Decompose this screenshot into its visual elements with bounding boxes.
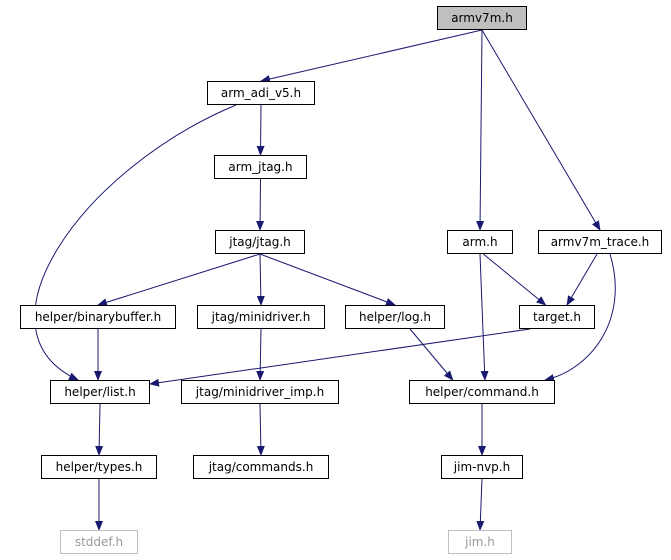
node-command[interactable]: helper/command.h	[409, 380, 555, 404]
node-minidriver-imp[interactable]: jtag/minidriver_imp.h	[181, 380, 339, 404]
node-types[interactable]: helper/types.h	[41, 455, 157, 479]
edge-armv7m-to-arm	[476, 29, 485, 231]
node-arm-adi-v5[interactable]: arm_adi_v5.h	[207, 81, 315, 105]
edge-jtag-jtag-to-minidriver	[256, 253, 265, 306]
edge-arm-adi-v5-to-list	[34, 104, 237, 381]
edge-arm-jtag-to-jtag-jtag	[256, 178, 265, 231]
node-jim: jim.h	[448, 530, 512, 554]
node-armv7m: armv7m.h	[437, 6, 527, 30]
edge-arm-adi-v5-to-arm-jtag	[256, 104, 265, 156]
edge-armv7m-trace-to-target	[566, 253, 598, 306]
edge-target-to-list	[149, 328, 531, 387]
node-binarybuffer[interactable]: helper/binarybuffer.h	[20, 305, 176, 329]
edge-armv7m-to-armv7m-trace	[481, 29, 601, 231]
node-stddef: stddef.h	[60, 530, 138, 554]
node-jimnvp[interactable]: jim-nvp.h	[441, 455, 523, 479]
edge-armv7m-to-arm-adi-v5	[260, 29, 483, 83]
edge-list-to-types	[95, 403, 104, 456]
edge-log-to-command	[409, 328, 454, 381]
node-arm-jtag[interactable]: arm_jtag.h	[214, 155, 307, 179]
edge-arm-to-target	[482, 253, 547, 306]
edge-arm-to-command	[479, 253, 489, 381]
node-jtag-jtag[interactable]: jtag/jtag.h	[215, 230, 305, 254]
edge-minidriver-to-minidriver-imp	[256, 328, 265, 381]
node-target[interactable]: target.h	[519, 305, 595, 329]
edge-jtag-jtag-to-binarybuffer	[97, 253, 261, 307]
edge-minidriver-imp-to-commands	[256, 403, 265, 456]
node-armv7m-trace[interactable]: armv7m_trace.h	[538, 230, 662, 254]
node-arm[interactable]: arm.h	[447, 230, 513, 254]
edge-jtag-jtag-to-log	[259, 253, 396, 306]
node-minidriver[interactable]: jtag/minidriver.h	[197, 305, 325, 329]
node-list[interactable]: helper/list.h	[50, 380, 150, 404]
edge-jimnvp-to-jim	[476, 478, 485, 531]
node-log[interactable]: helper/log.h	[345, 305, 445, 329]
node-commands[interactable]: jtag/commands.h	[193, 455, 329, 479]
edge-armv7m-trace-to-command	[544, 253, 616, 382]
